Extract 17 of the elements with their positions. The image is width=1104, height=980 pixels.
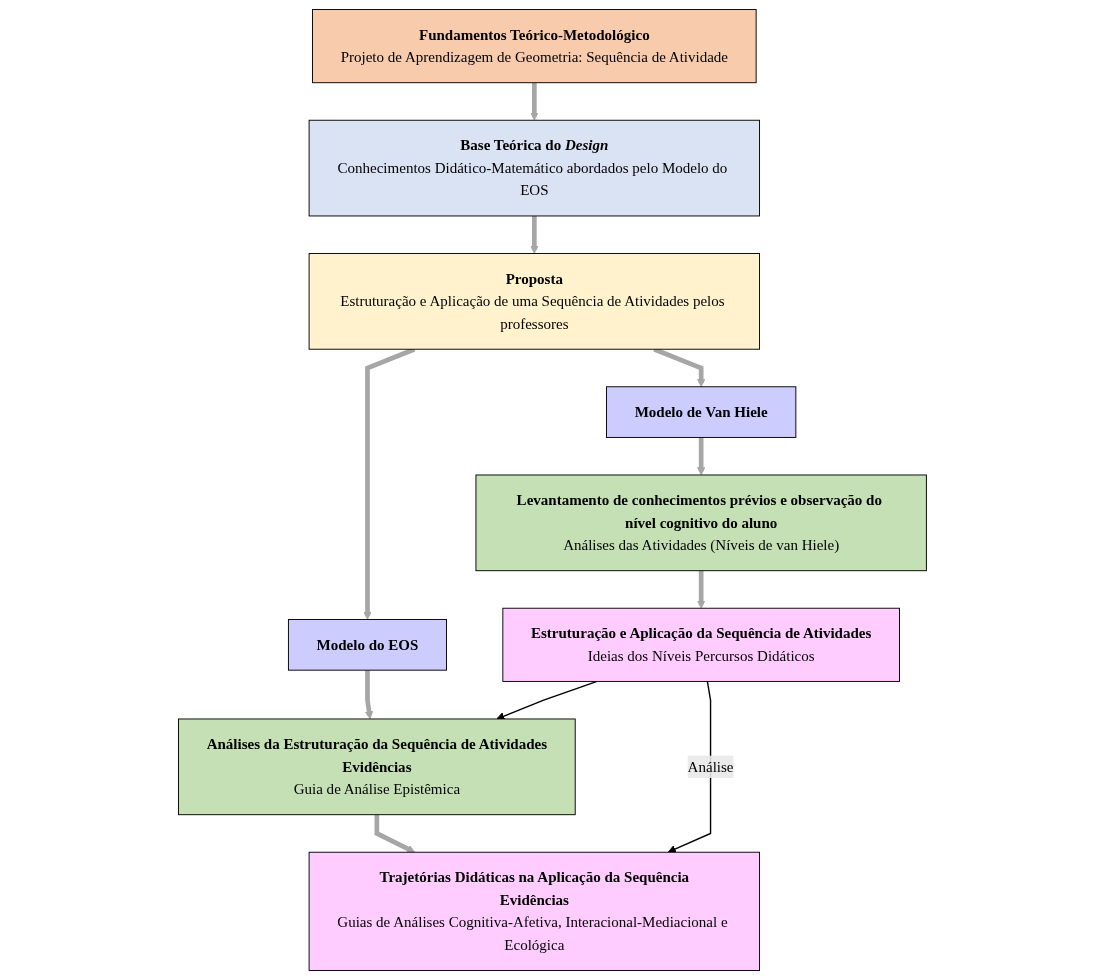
node-box: Proposta Estruturação e Aplicação de uma Sequência de Atividades pelos professores <box>308 253 760 350</box>
arrow <box>667 680 711 853</box>
arrow <box>529 215 538 254</box>
node-box: Levantamento de conhecimentos prévios e observação do nível cognitivo do aluno Análises das Atividades (Níveis de van Hiele) <box>475 474 927 572</box>
arrow <box>696 437 705 476</box>
node-box: Fundamentos Teórico-Metodológico Projeto de Aprendizagem de Geometria: Sequência de Atividade <box>311 9 757 84</box>
node-box: Modelo do EOS <box>287 619 447 671</box>
arrow <box>364 670 373 720</box>
arrow <box>529 82 538 121</box>
edge-label: Análise <box>687 758 734 775</box>
node-box: Base Teórica do Design Conhecimentos Didático-Matemático abordados pelo Modelo do EOS <box>308 119 760 217</box>
node-box: Análises da Estruturação da Sequência de Atividades Evidências Guia de Análise Epistêmica <box>177 718 576 816</box>
node-box: Modelo de Van Hiele <box>605 386 796 438</box>
arrow <box>374 814 415 853</box>
arrow <box>696 570 705 609</box>
node-box: Trajetórias Didáticas na Aplicação da Sequência Evidências Guias de Análises Cognitiva-Afetiva, Interacional-Mediacional e Ecológica <box>308 851 760 971</box>
node-box: Estruturação e Aplicação da Sequência de Atividades Ideias dos Níveis Percursos Didáticos <box>501 607 900 682</box>
